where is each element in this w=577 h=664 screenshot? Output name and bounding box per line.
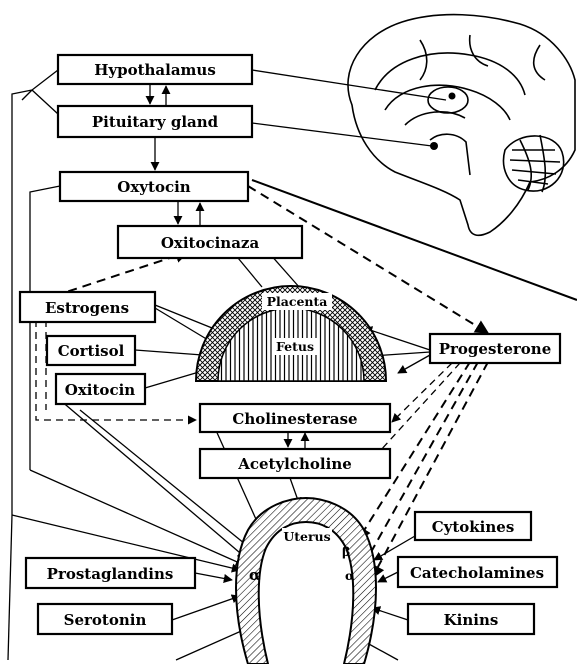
uterus-label: Uterus [283, 529, 330, 544]
box-acetylcholine: Acetylcholine [200, 449, 390, 478]
box-oxitocinaza: Oxitocinaza [118, 226, 302, 258]
box-oxitocin: Oxitocin [56, 374, 145, 404]
pituitary-gland-label: Pituitary gland [92, 113, 219, 131]
cholinesterase-label: Cholinesterase [232, 410, 357, 428]
box-catecholamines: Catecholamines [398, 557, 557, 587]
box-prostaglandins: Prostaglandins [26, 558, 195, 588]
estrogens-label: Estrogens [45, 299, 129, 317]
oxytocin-label: Oxytocin [117, 178, 190, 196]
box-kinins: Kinins [408, 604, 534, 634]
box-estrogens: Estrogens [20, 292, 155, 322]
placenta-fetus-illustration: Placenta Fetus [196, 286, 386, 381]
beta-receptor: β [342, 544, 350, 559]
box-cortisol: Cortisol [47, 336, 135, 365]
catecholamines-label: Catecholamines [410, 564, 544, 582]
prostaglandins-label: Prostaglandins [47, 565, 174, 583]
uterus-illustration: Uterus α β α [236, 498, 376, 664]
box-oxytocin: Oxytocin [60, 172, 248, 201]
brain-illustration [348, 15, 575, 236]
alpha-receptor-left: α [249, 566, 261, 584]
box-serotonin: Serotonin [38, 604, 172, 634]
kinins-label: Kinins [444, 611, 499, 629]
hypothalamus-label: Hypothalamus [94, 61, 216, 79]
placenta-label: Placenta [267, 294, 328, 309]
box-cytokines: Cytokines [415, 512, 531, 540]
box-progesterone: Progesterone [430, 334, 560, 363]
progesterone-label: Progesterone [439, 340, 552, 358]
oxitocinaza-label: Oxitocinaza [161, 234, 260, 252]
acetylcholine-label: Acetylcholine [237, 455, 352, 473]
alpha-receptor-right: α [345, 568, 355, 583]
fetus-label: Fetus [276, 339, 314, 354]
cortisol-label: Cortisol [58, 342, 125, 360]
oxitocin-label: Oxitocin [65, 381, 135, 399]
serotonin-label: Serotonin [64, 611, 147, 629]
box-cholinesterase: Cholinesterase [200, 404, 390, 432]
box-pituitary-gland: Pituitary gland [58, 106, 252, 137]
cytokines-label: Cytokines [432, 518, 515, 536]
box-hypothalamus: Hypothalamus [58, 55, 252, 84]
